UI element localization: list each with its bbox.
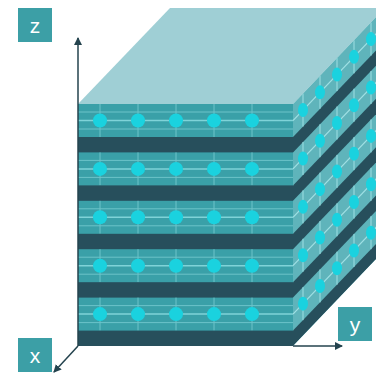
z-axis — [77, 38, 79, 346]
grid-line — [78, 160, 293, 161]
atom-dot — [169, 210, 183, 224]
atom-dot — [349, 50, 359, 64]
axis-label: y — [338, 307, 372, 341]
atom-dot — [332, 213, 342, 227]
grid-line — [293, 189, 376, 314]
grid-line — [78, 257, 293, 258]
atom-dot — [207, 114, 221, 128]
atom-dot — [349, 98, 359, 112]
axis-label: z — [18, 8, 52, 42]
atom-dot — [315, 279, 325, 293]
atom-dot — [245, 307, 259, 321]
grid-line — [78, 168, 293, 170]
atom-dot — [93, 259, 107, 273]
grid-line — [78, 265, 293, 267]
axis-label: x — [18, 338, 52, 372]
dark-layer — [293, 60, 376, 201]
atom-dot — [169, 162, 183, 176]
atom-dot — [131, 210, 145, 224]
atom-dot — [315, 134, 325, 148]
grid-line — [78, 225, 293, 226]
dark-layer — [78, 234, 293, 249]
grid-line — [78, 112, 293, 113]
dark-layer — [293, 205, 376, 346]
atom-dot — [298, 200, 308, 214]
grid-line — [293, 140, 376, 265]
atom-dot — [93, 162, 107, 176]
grid-line — [78, 313, 293, 315]
atom-dot — [93, 307, 107, 321]
grid-line — [78, 129, 293, 130]
atom-dot — [169, 114, 183, 128]
atom-dot — [131, 259, 145, 273]
front-face — [78, 104, 293, 346]
atom-dot — [207, 162, 221, 176]
atom-dot — [315, 85, 325, 99]
right-layers — [293, 0, 376, 346]
atom-dot — [332, 68, 342, 82]
atom-dot — [131, 114, 145, 128]
atom-dot — [298, 297, 308, 311]
atom-dot — [245, 259, 259, 273]
atom-dot — [169, 307, 183, 321]
atom-dot — [315, 182, 325, 196]
dark-layer — [293, 12, 376, 153]
atom-dot — [349, 243, 359, 257]
atom-dot — [93, 210, 107, 224]
dark-layer — [78, 185, 293, 200]
atom-dot — [169, 259, 183, 273]
atom-dot — [366, 226, 376, 240]
atom-dot — [131, 162, 145, 176]
dark-layer — [78, 137, 293, 152]
dark-layer — [293, 157, 376, 298]
atom-dot — [245, 162, 259, 176]
grid-line — [78, 274, 293, 275]
atom-dot — [207, 307, 221, 321]
grid-line — [78, 120, 293, 122]
grid-line — [78, 305, 293, 306]
atom-dot — [315, 231, 325, 245]
axis-letter: y — [350, 314, 361, 335]
grid-line — [293, 44, 376, 169]
grid-line — [78, 208, 293, 209]
atom-dot — [366, 177, 376, 191]
front-layers — [78, 104, 293, 346]
atom-dot — [298, 103, 308, 117]
dark-layer — [78, 331, 293, 346]
y-axis — [293, 345, 342, 347]
atom-dot — [93, 114, 107, 128]
axis-letter: z — [30, 15, 41, 36]
x-axis — [54, 346, 78, 372]
axis-letter: x — [30, 345, 41, 366]
atom-dot — [349, 147, 359, 161]
dark-layer — [78, 282, 293, 297]
atom-dot — [366, 32, 376, 46]
atom-dot — [245, 210, 259, 224]
grid-line — [78, 177, 293, 178]
atom-dot — [366, 129, 376, 143]
atom-dot — [207, 210, 221, 224]
atom-dot — [332, 164, 342, 178]
atom-dot — [332, 116, 342, 130]
atom-dot — [349, 195, 359, 209]
atom-dot — [298, 151, 308, 165]
atom-dot — [298, 248, 308, 262]
grid-line — [78, 217, 293, 219]
grid-line — [78, 322, 293, 323]
atom-dot — [131, 307, 145, 321]
atom-dot — [366, 81, 376, 95]
dark-layer — [293, 109, 376, 250]
atom-dot — [245, 114, 259, 128]
atom-dot — [332, 261, 342, 275]
atom-dot — [207, 259, 221, 273]
grid-line — [293, 92, 376, 217]
grid-line — [293, 0, 376, 121]
